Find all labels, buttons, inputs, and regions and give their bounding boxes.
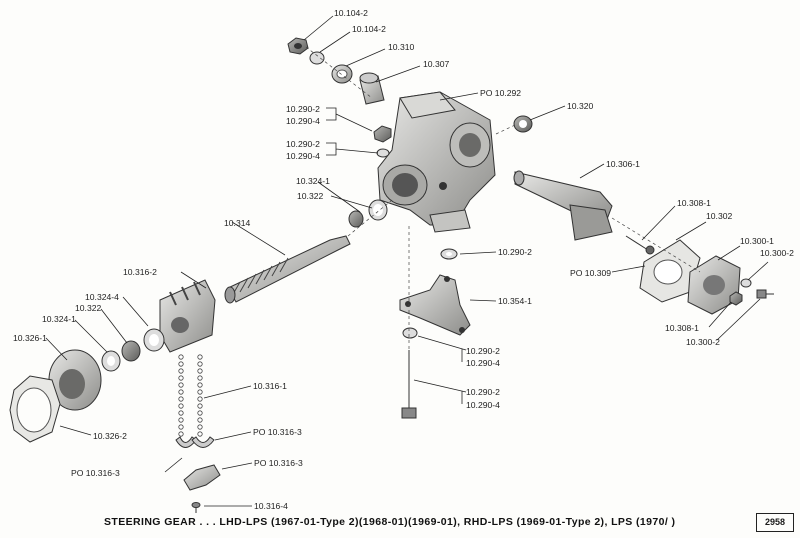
- label-po-10-316-3-c: PO 10.316-3: [71, 468, 120, 478]
- worm-shaft: [224, 235, 351, 304]
- mounting-bracket: [399, 274, 471, 336]
- ball-guide-right: [191, 436, 215, 448]
- label-10-310: 10.310: [388, 42, 415, 52]
- sector-shaft: [513, 170, 613, 241]
- assembly-guide-lines: [305, 46, 701, 350]
- seal-10-320: [513, 115, 533, 133]
- label-10-300-2-lower: 10.300-2: [686, 337, 720, 347]
- label-10-326-1: 10.326-1: [13, 333, 47, 343]
- label-10-322-upper: 10.322: [297, 191, 324, 201]
- nut-10-290: [373, 125, 392, 143]
- label-10-322-lower: 10.322: [75, 303, 102, 313]
- lock-nut: [9, 375, 61, 443]
- washer-10-300-2: [740, 278, 752, 288]
- label-10-307: 10.307: [423, 59, 450, 69]
- label-10-324-1-upper: 10.324-1: [296, 176, 330, 186]
- ball-guide-left: [175, 436, 197, 448]
- label-10-320: 10.320: [567, 101, 594, 111]
- label-10-290-2-e: 10.290-2: [466, 387, 500, 397]
- label-10-314: 10.314: [224, 218, 251, 228]
- ball-nut: [159, 279, 216, 353]
- clamp-screw: [191, 502, 201, 513]
- label-po-10-316-3-a: PO 10.316-3: [253, 427, 302, 437]
- label-10-308-1-lower: 10.308-1: [665, 323, 699, 333]
- label-10-104-2-nut: 10.104-2: [334, 8, 368, 18]
- label-10-326-2: 10.326-2: [93, 431, 127, 441]
- label-10-302: 10.302: [706, 211, 733, 221]
- leader-lines: [45, 15, 769, 507]
- label-10-300-1: 10.300-1: [740, 236, 774, 246]
- label-10-290-2-c: 10.290-2: [498, 247, 532, 257]
- label-10-300-2-upper: 10.300-2: [760, 248, 794, 258]
- label-10-104-2-washer: 10.104-2: [352, 24, 386, 34]
- diagram-caption: STEERING GEAR . . . LHD-LPS (1967-01-Typ…: [104, 516, 676, 528]
- label-po-10-309: PO 10.309: [570, 268, 612, 278]
- ring-10-310: [331, 64, 353, 84]
- side-cover: [687, 255, 741, 315]
- label-10-290-2-b: 10.290-2: [286, 139, 320, 149]
- page-number-box: 2958: [756, 513, 794, 532]
- bolt-10-300-2: [756, 289, 774, 299]
- label-10-290-2-a: 10.290-2: [286, 104, 320, 114]
- bushing-10-307: [359, 72, 385, 105]
- label-10-354-1: 10.354-1: [498, 296, 532, 306]
- ball-guide-clamp: [183, 464, 221, 491]
- label-po-10-292: PO 10.292: [480, 88, 522, 98]
- steering-box-housing: [377, 91, 496, 233]
- washer-10-290-lower: [402, 327, 418, 339]
- label-po-10-316-3-b: PO 10.316-3: [254, 458, 303, 468]
- label-10-316-1: 10.316-1: [253, 381, 287, 391]
- label-10-324-1-lower: 10.324-1: [42, 314, 76, 324]
- bearing-lower: [121, 340, 141, 362]
- label-10-290-4-a: 10.290-4: [286, 116, 320, 126]
- long-bolt: [401, 350, 417, 419]
- nut-10-308-1: [729, 291, 743, 306]
- label-10-324-4: 10.324-4: [85, 292, 119, 302]
- nut-10-104-2: [287, 37, 309, 55]
- label-10-316-2: 10.316-2: [123, 267, 157, 277]
- label-10-290-4-b: 10.290-4: [286, 151, 320, 161]
- adjuster-plug: [48, 349, 102, 411]
- washer-10-290-upper: [376, 148, 390, 158]
- label-10-316-4: 10.316-4: [254, 501, 288, 511]
- washer-10-104-2: [309, 51, 325, 65]
- ball-chain: [178, 354, 203, 437]
- bearing-upper: [348, 210, 364, 228]
- label-10-308-1-upper: 10.308-1: [677, 198, 711, 208]
- label-10-290-4-c: 10.290-4: [466, 358, 500, 368]
- label-10-290-4-d: 10.290-4: [466, 400, 500, 410]
- label-10-306-1: 10.306-1: [606, 159, 640, 169]
- adjusting-screw: [625, 235, 655, 255]
- label-10-290-2-d: 10.290-2: [466, 346, 500, 356]
